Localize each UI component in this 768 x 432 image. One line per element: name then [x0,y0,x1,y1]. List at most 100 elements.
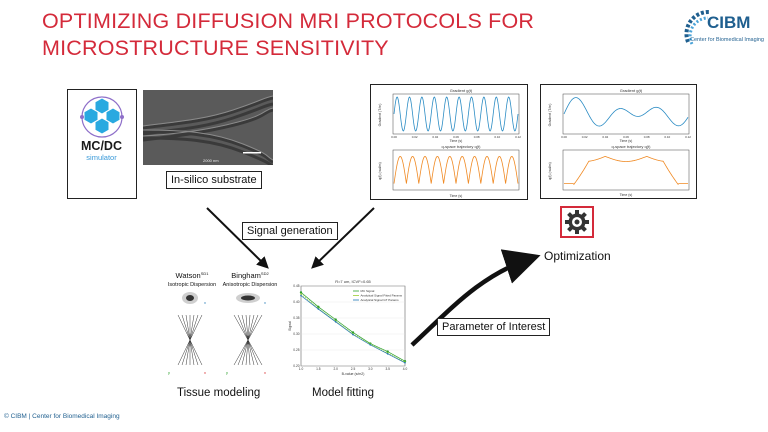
fit-y-tick: 0.35 [293,316,299,320]
fit-y-tick: 0.40 [293,300,299,304]
plot-b-xlabel-top: Time (s) [620,139,633,143]
fit-y-tick: 0.45 [293,284,299,288]
fit-legend-label: MC Signal [361,289,375,293]
fit-y-tick: 0.30 [293,332,299,336]
fit-legend-label: Analytical Signal Fitted Params [361,294,403,298]
plot-a-x-tick: 0.06 [453,135,459,139]
plot-b-x-tick: 0.00 [561,135,567,139]
fit-xlabel: B-value (s/m2) [342,372,365,376]
simulator-card: MC/DC simulator [67,89,137,199]
simulator-subtitle: simulator [86,153,117,162]
cibm-logo-icon [684,9,711,45]
plot-a-top-title: Gradient g(t) [450,88,473,93]
plot-a-bottom-ylabel: q(t) (rad/m) [378,162,382,180]
axon-bundle-image [143,90,273,165]
fit-data-point [317,308,320,310]
fit-plot-title: R=7 um, ICVF=0.65 [335,279,371,284]
parameter-of-interest-label: Parameter of Interest [437,318,551,336]
model2-desc: Anisotropic Dispersion [223,282,278,288]
plot-a-x-tick: 0.08 [474,135,480,139]
plot-b-x-tick: 0.04 [602,135,608,139]
plot-b-gradient-line [563,97,689,127]
svg-text:x: x [264,300,266,305]
plot-a-x-tick: 0.12 [515,135,521,139]
fit-legend-label: Analytical Signal GT Params [361,298,400,302]
plot-b-x-tick: 0.10 [664,135,670,139]
fit-data-point [317,305,320,308]
plot-a-xlabel-bottom: Time (s) [450,194,463,198]
fit-data-point [352,333,354,336]
svg-text:y: y [226,370,228,375]
logo-subtitle: Center for Biomedical Imaging [690,37,764,43]
tissue-models-figure: WatsonSD1 Isotropic Dispersion BinghamSD… [164,270,280,380]
plot-a-gradient-line [393,96,519,132]
fit-data-point [334,321,337,323]
fit-x-tick: 3.0 [368,367,373,371]
hexagon-molecule-icon [80,96,124,138]
plot-b-x-tick: 0.06 [623,135,629,139]
gradient-plot-a: Gradient g(t) Gradient (T/m) Time (s) q-… [370,84,528,200]
plot-a-bottom-title: q-space trajectory q(t) [442,144,482,149]
plot-b-qspace-line [564,156,688,186]
plot-a-x-tick: 0.00 [391,135,397,139]
svg-text:x: x [204,370,206,375]
gradient-plot-b: Gradient g(t) Gradient (T/m) Time (s) q-… [540,84,697,199]
model1-name: Watson [176,271,201,280]
fit-x-tick: 1.0 [299,367,304,371]
fit-data-point [299,291,303,294]
arrow-substrate-to-models [206,207,269,269]
substrate-label: In-silico substrate [166,171,262,189]
fit-data-point [386,350,389,353]
svg-text:y: y [168,370,170,375]
plot-b-xlabel-bottom: Time (s) [620,193,633,197]
model1-desc: Isotropic Dispersion [168,282,216,288]
plot-a-x-tick: 0.10 [494,135,500,139]
optimization-label: Optimization [544,249,611,263]
plot-b-bottom-ylabel: q(t) (rad/m) [548,162,552,180]
fit-data-point [404,362,406,364]
plot-a-xlabel-top: Time (s) [450,139,463,143]
fit-x-tick: 3.5 [385,367,390,371]
fit-ylabel: Signal [288,321,292,331]
model2-sup: SD2 [261,271,270,276]
fit-data-point [369,344,372,346]
svg-text:x: x [204,300,206,305]
fit-x-tick: 2.5 [351,367,356,371]
fit-y-tick: 0.25 [293,348,299,352]
substrate-scale-label: 2000 nm [203,158,219,163]
fit-x-tick: 2.0 [333,367,338,371]
svg-text:x: x [264,370,266,375]
fit-data-point [386,353,389,355]
fit-y-tick: 0.20 [293,364,299,368]
fit-x-tick: 1.5 [316,367,321,371]
svg-text:WatsonSD1: WatsonSD1 [176,271,210,280]
model1-sup: SD1 [201,271,210,276]
arrow-plots-to-models [311,207,375,269]
optimization-box [560,206,594,238]
gear-icon [565,210,589,234]
plot-a-x-tick: 0.04 [432,135,438,139]
plot-b-x-tick: 0.12 [685,135,691,139]
fit-data-point [351,331,355,334]
fit-data-point [300,293,302,295]
fit-x-tick: 4.0 [403,367,408,371]
plot-a-qspace-line [393,155,519,184]
plot-a-x-tick: 0.02 [412,135,418,139]
plot-a-top-ylabel: Gradient (T/m) [378,104,382,127]
tissue-modeling-label: Tissue modeling [177,387,261,399]
plot-b-x-tick: 0.08 [644,135,650,139]
slide-title: OPTIMIZING DIFFUSION MRI PROTOCOLS FOR M… [42,9,535,60]
substrate-image: 2000 nm [143,90,273,165]
fit-data-point [300,294,302,297]
plot-b-x-tick: 0.02 [582,135,588,139]
simulator-name: MC/DC [81,139,122,153]
fit-series-line [300,293,406,363]
model2-name: Bingham [231,271,261,280]
plot-b-top-ylabel: Gradient (T/m) [548,104,552,127]
fit-series-line [300,292,406,362]
fit-data-point [334,318,337,321]
svg-text:BinghamSD2: BinghamSD2 [231,271,269,280]
plot-b-top-title: Gradient g(t) [620,88,643,93]
